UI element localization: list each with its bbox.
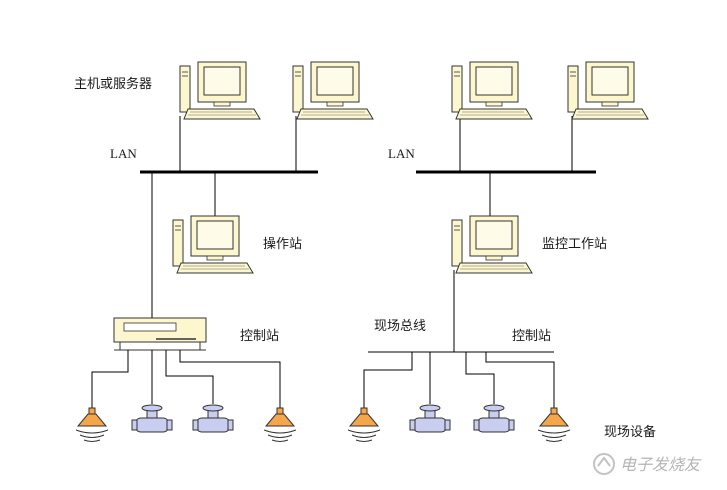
- valve-icon: [409, 404, 451, 433]
- valve-icon: [473, 404, 515, 433]
- label-lan-right: LAN: [388, 146, 415, 161]
- label-control-station-right: 控制站: [512, 329, 551, 344]
- watermark: 电子发烧友: [593, 453, 702, 475]
- controller-icon: [113, 317, 207, 351]
- host-computer-icon: [451, 61, 533, 120]
- label-control-station-left: 控制站: [240, 329, 279, 344]
- label-host-server: 主机或服务器: [74, 76, 152, 92]
- monitor-computer-icon: [451, 215, 533, 274]
- sensor-icon: [347, 407, 381, 442]
- valve-icon: [131, 404, 173, 433]
- sensor-icon: [537, 407, 571, 442]
- label-fieldbus: 现场总线: [374, 319, 426, 334]
- valve-icon: [192, 404, 234, 433]
- host-computer-icon: [292, 61, 374, 120]
- host-computer-icon: [567, 61, 649, 120]
- left-network: [75, 61, 374, 442]
- label-operator-station: 操作站: [263, 236, 302, 252]
- sensor-icon: [75, 407, 109, 442]
- label-field-devices: 现场设备: [604, 424, 656, 440]
- label-lan-left: LAN: [110, 146, 137, 161]
- watermark-logo-icon: [593, 453, 615, 475]
- sensor-icon: [263, 407, 297, 442]
- watermark-text: 电子发烧友: [620, 455, 702, 474]
- label-monitor-station: 监控工作站: [542, 237, 607, 252]
- right-network: [347, 61, 649, 442]
- operator-computer-icon: [172, 215, 254, 274]
- host-computer-icon: [179, 61, 261, 120]
